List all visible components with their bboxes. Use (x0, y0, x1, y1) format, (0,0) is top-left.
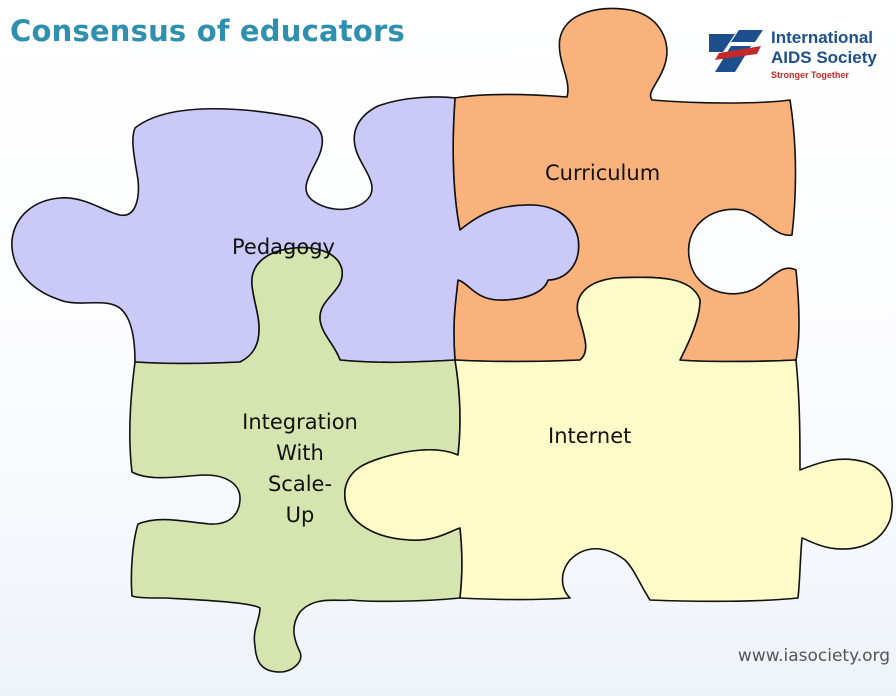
slide-title: Consensus of educators (10, 14, 405, 48)
label-integration-line-2: With (276, 441, 324, 465)
website-url: www.iasociety.org (737, 646, 890, 666)
piece-internet (344, 276, 893, 603)
ias-logo-mark (709, 30, 763, 72)
label-curriculum: Curriculum (545, 161, 661, 185)
logo-line-1: International (771, 28, 874, 47)
label-integration-line-3: Scale- (267, 472, 333, 496)
label-integration: Integration With Scale- Up (195, 407, 405, 531)
label-internet: Internet (548, 424, 632, 448)
label-pedagogy: Pedagogy (232, 235, 335, 259)
logo-tagline: Stronger Together (771, 70, 849, 80)
label-integration-line-1: Integration (242, 410, 358, 434)
label-integration-line-4: Up (285, 503, 315, 527)
ias-logo: International AIDS Society Stronger Toge… (705, 26, 895, 96)
logo-line-2: AIDS Society (771, 48, 877, 67)
